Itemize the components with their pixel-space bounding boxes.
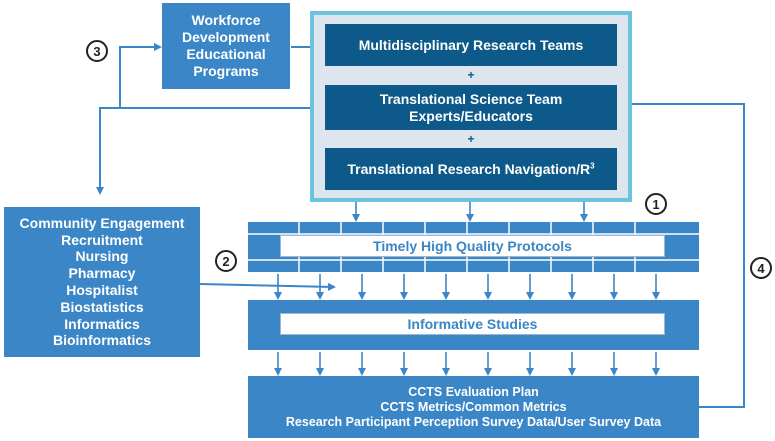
step-marker-3: 3 — [86, 40, 108, 62]
loop-4-connector — [624, 100, 745, 408]
workforce-line-4: Programs — [193, 62, 259, 79]
community-item: Pharmacy — [68, 265, 136, 282]
studies-banner: Informative Studies — [280, 313, 665, 335]
protocols-banner: Timely High Quality Protocols — [280, 235, 665, 257]
community-item: Bioinformatics — [52, 332, 151, 349]
navigation-box: Translational Research Navigation/R3 — [325, 148, 617, 190]
community-item: Community Engagement — [19, 214, 185, 231]
step-marker-2: 2 — [215, 250, 237, 272]
workforce-line-3: Educational — [186, 46, 266, 62]
workforce-line-2: Development — [182, 29, 270, 46]
navigation-superscript: 3 — [590, 160, 595, 170]
community-item: Biostatistics — [60, 298, 144, 315]
workforce-programs-box: Workforce Development Educational Progra… — [162, 3, 290, 89]
community-item: Informatics — [64, 315, 140, 332]
evaluation-line-1: CCTS Evaluation Plan — [408, 384, 539, 399]
community-item: Recruitment — [61, 231, 143, 248]
community-item: Hospitalist — [66, 282, 138, 298]
loop-3-branch-down — [96, 107, 120, 195]
flow-arrows-group — [274, 202, 660, 376]
translational-line-1: Translational Science Team — [379, 90, 563, 107]
evaluation-line-3: Research Participant Perception Survey D… — [285, 414, 662, 429]
translational-science-box: Translational Science Team Experts/Educa… — [325, 85, 617, 130]
plus-sign-1: + — [467, 68, 475, 82]
evaluation-line-2: CCTS Metrics/Common Metrics — [380, 399, 567, 414]
step-marker-4: 4 — [750, 257, 772, 279]
multidisciplinary-teams-box: Multidisciplinary Research Teams — [325, 24, 617, 66]
community-item: Nursing — [75, 248, 129, 265]
evaluation-plan-box: CCTS Evaluation Plan CCTS Metrics/Common… — [248, 376, 699, 438]
community-list: Community Engagement Recruitment Nursing… — [20, 215, 185, 349]
community-engagement-box: Community Engagement Recruitment Nursing… — [4, 207, 200, 357]
translational-line-2: Experts/Educators — [409, 107, 533, 124]
plus-sign-2: + — [467, 132, 475, 146]
loop-3-connector — [119, 43, 312, 109]
multidisciplinary-label: Multidisciplinary Research Teams — [358, 36, 584, 53]
navigation-label: Translational Research Navigation/R3 — [347, 161, 594, 178]
workforce-line-1: Workforce — [191, 12, 261, 29]
navigation-text: Translational Research Navigation/R — [347, 160, 591, 177]
step-marker-1: 1 — [645, 193, 667, 215]
loop-2-connector — [199, 282, 336, 291]
